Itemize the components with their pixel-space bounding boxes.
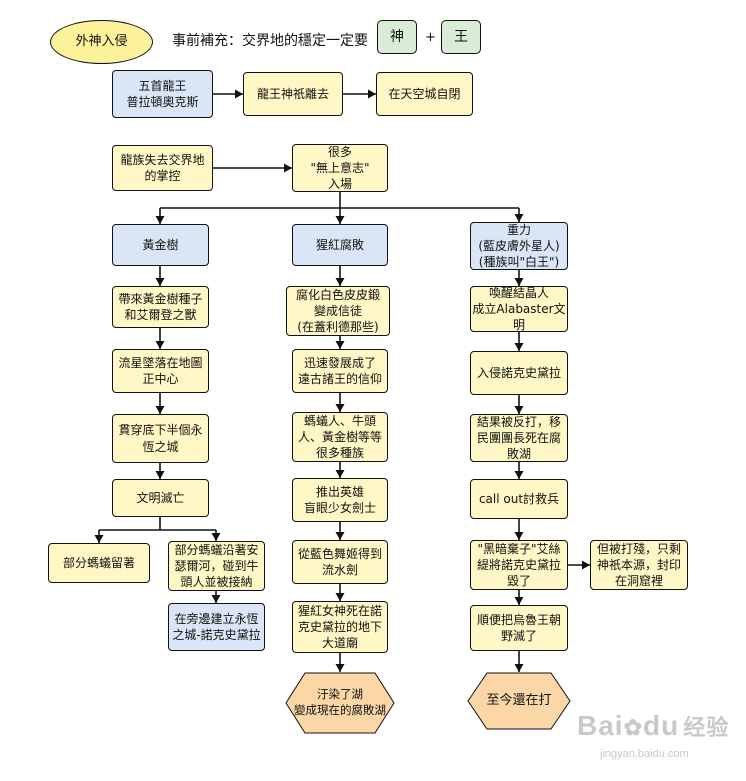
arrowhead-10 — [155, 341, 165, 349]
arrowhead-30 — [582, 560, 590, 570]
arrowhead-21 — [335, 470, 345, 478]
arrowhead-6 — [155, 216, 165, 224]
arrowhead-20 — [335, 404, 345, 412]
outer-god-invasion-oval: 外神入侵 — [50, 20, 153, 64]
right-step-4: call out討救兵 — [470, 479, 568, 519]
middle-step-6: 猩紅女神死在諾 克史黛拉的地下 大道廟 — [292, 601, 388, 653]
sky-city-node: 在天空城自閉 — [376, 72, 473, 116]
middle-step-3: 螞蟻人、牛頭 人、黃金樹等等 很多種族 — [292, 412, 388, 462]
arrowhead-23 — [335, 593, 345, 601]
arrowhead-3 — [284, 163, 292, 173]
still-fighting-end: 至今還在打 — [467, 672, 571, 730]
still-fighting-label: 至今還在打 — [486, 693, 552, 709]
arrowhead-28 — [514, 471, 524, 479]
ants-stay-node: 部分螞蟻留著 — [48, 543, 150, 583]
left-step-2: 流星墜落在地圖 正中心 — [112, 349, 209, 393]
arrowhead-1 — [235, 89, 243, 99]
arrowhead-25 — [514, 278, 524, 286]
dragons-lose-control-node: 龍族失去交界地 的掌控 — [112, 145, 213, 191]
dragon-king-node: 五首龍王 普拉頓奧克斯 — [112, 70, 213, 118]
arrowhead-7 — [335, 216, 345, 224]
right-step-6: 順便把烏魯王朝 野滅了 — [470, 605, 568, 651]
arrowhead-19 — [335, 341, 345, 349]
arrowhead-27 — [514, 406, 524, 414]
arrowhead-12 — [155, 471, 165, 479]
arrowhead-8 — [514, 214, 524, 222]
paw-icon: ✿ — [623, 715, 644, 740]
right-step-2: 入侵諾克史黛拉 — [470, 351, 568, 395]
right-step-3: 結果被反打，移 民團團長死在腐 敗湖 — [470, 414, 568, 462]
arrowhead-24 — [335, 664, 345, 672]
watermark-url: jingyan.baidu.com — [600, 748, 689, 760]
god-box: 神 — [377, 20, 417, 54]
arrowhead-26 — [514, 343, 524, 351]
gravity-node: 重力 (藍皮膚外星人) (種族叫"白王") — [470, 222, 568, 270]
ants-travel-node: 部分螞蟻沿著安 瑟爾河，碰到牛 頭人並被接納 — [168, 541, 265, 591]
plus-sign: + — [425, 30, 436, 45]
middle-step-5: 從藍色舞姬得到 流水劍 — [292, 540, 388, 584]
left-step-4: 文明滅亡 — [112, 479, 209, 517]
arrowhead-17 — [211, 595, 221, 603]
arrowhead-15 — [94, 535, 104, 543]
arrowhead-18 — [335, 278, 345, 286]
arrowhead-2 — [368, 89, 376, 99]
middle-step-4: 推出英雄 盲眼少女劍士 — [292, 478, 388, 522]
arrowhead-16 — [211, 533, 221, 541]
right-step-1: 喚醒結晶人 成立Alabaster文明 — [470, 286, 568, 332]
sealed-in-cave-node: 但被打殘，只剩 神祇本源，封印 在洞窟裡 — [590, 540, 688, 590]
prerequisite-note: 事前補充：交界地的穩定一定要 — [172, 33, 368, 49]
right-step-5: "黑暗棄子"艾絲 緹將諾克史黛拉 毀了 — [470, 540, 568, 590]
arrowhead-22 — [335, 532, 345, 540]
dragon-god-leaves-node: 龍王神祇離去 — [243, 72, 343, 116]
middle-step-1: 腐化白色皮皮鍛 變成信徒 (在蓋利德那些) — [286, 286, 390, 336]
arrowhead-9 — [155, 278, 165, 286]
middle-step-2: 迅速發展成了 遠古諸王的信仰 — [292, 349, 388, 393]
king-box: 王 — [441, 20, 481, 54]
lake-polluted-end: 汙染了湖 變成現在的腐敗湖 — [285, 672, 395, 734]
left-step-3: 貫穿底下半個永 恆之城 — [112, 414, 209, 463]
lake-polluted-label: 汙染了湖 變成現在的腐敗湖 — [294, 687, 386, 717]
arrowhead-32 — [514, 664, 524, 672]
outer-wills-arrive-node: 很多 "無上意志" 入場 — [292, 144, 388, 192]
arrowhead-29 — [514, 532, 524, 540]
arrowhead-11 — [155, 406, 165, 414]
arrowhead-31 — [514, 597, 524, 605]
scarlet-rot-node: 猩紅腐敗 — [292, 224, 388, 266]
left-step-1: 帶來黃金樹種子 和艾爾登之獸 — [112, 286, 209, 328]
golden-tree-node: 黃金樹 — [112, 224, 209, 266]
nokstella-founded-node: 在旁邊建立永恆 之城-諾克史黛拉 — [168, 603, 265, 651]
